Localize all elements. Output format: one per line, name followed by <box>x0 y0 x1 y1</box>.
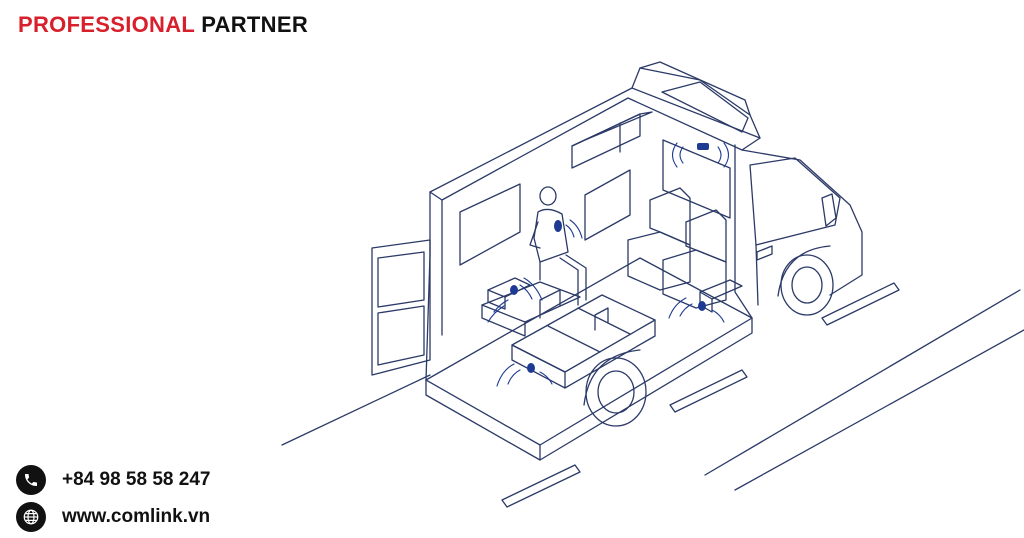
stretcher <box>511 289 656 389</box>
phone-contact[interactable]: +84 98 58 58 247 <box>16 465 210 495</box>
phone-number: +84 98 58 58 247 <box>62 469 211 490</box>
website-contact[interactable]: www.comlink.vn <box>16 502 210 532</box>
website-link[interactable]: www.comlink.vn <box>62 506 211 527</box>
phone-icon <box>16 465 46 495</box>
title-rest: PARTNER <box>201 12 309 37</box>
signal-devices <box>510 143 709 373</box>
rear-door <box>371 239 431 376</box>
page-title: PROFESSIONAL PARTNER <box>18 12 308 38</box>
wheels <box>583 245 834 427</box>
bench <box>481 277 743 337</box>
title-accent: PROFESSIONAL <box>18 12 195 37</box>
paramedic-figure <box>529 186 587 306</box>
ambulance-body <box>425 61 863 461</box>
signal-waves <box>487 142 730 387</box>
globe-icon <box>16 502 46 532</box>
seats <box>627 187 727 309</box>
road-lines <box>281 282 1024 508</box>
